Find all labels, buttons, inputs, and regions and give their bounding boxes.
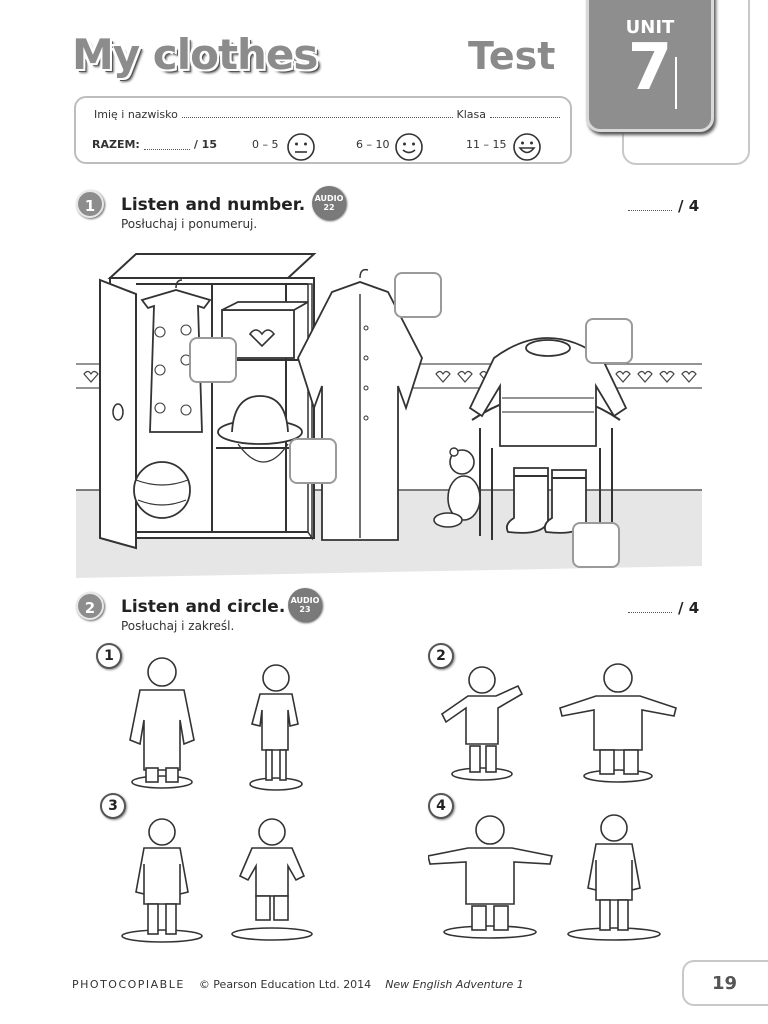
answer-box-hat[interactable] bbox=[289, 438, 337, 484]
student-info-box: Imię i nazwisko Klasa RAZEM: / 15 0 – 5 … bbox=[74, 96, 572, 164]
smile-face-icon bbox=[395, 133, 423, 161]
exercise-1-score-field[interactable] bbox=[628, 203, 672, 211]
exercise-1-score-total: / 4 bbox=[678, 197, 700, 215]
exercise-1-number: 1 bbox=[76, 190, 104, 218]
picture-2-children-illustration[interactable] bbox=[440, 654, 690, 788]
test-label: Test bbox=[468, 34, 556, 78]
answer-box-wellies[interactable] bbox=[572, 522, 620, 568]
photocopiable-label: PHOTOCOPIABLE bbox=[72, 978, 185, 991]
picture-2-number: 2 bbox=[428, 643, 454, 669]
total-label: RAZEM: bbox=[92, 138, 140, 151]
exercise-2-title: Listen and circle. bbox=[121, 597, 286, 617]
picture-4-number: 4 bbox=[428, 793, 454, 819]
answer-box-coat[interactable] bbox=[394, 272, 442, 318]
name-label: Imię i nazwisko bbox=[94, 108, 178, 121]
total-field[interactable] bbox=[143, 140, 190, 150]
unit-badge: UNIT 7 bbox=[586, 0, 714, 132]
range-mid: 6 – 10 bbox=[356, 138, 390, 151]
range-high: 11 – 15 bbox=[466, 138, 507, 151]
book-title: New English Adventure 1 bbox=[385, 978, 524, 991]
audio-track-number: 22 bbox=[323, 203, 335, 212]
audio-label: AUDIO bbox=[314, 194, 344, 203]
picture-3-children-illustration[interactable] bbox=[112, 812, 326, 946]
answer-box-dress[interactable] bbox=[189, 337, 237, 383]
bedroom-scene-illustration bbox=[76, 253, 702, 578]
audio-23-badge[interactable]: AUDIO 23 bbox=[288, 588, 322, 622]
exercise-1-subtitle: Posłuchaj i ponumeruj. bbox=[121, 217, 258, 231]
picture-3-number: 3 bbox=[100, 793, 126, 819]
exercise-2-score-field[interactable] bbox=[628, 605, 672, 613]
audio-label: AUDIO bbox=[290, 596, 320, 605]
footer: PHOTOCOPIABLE © Pearson Education Ltd. 2… bbox=[72, 978, 524, 991]
exercise-1-score: / 4 bbox=[624, 197, 699, 215]
page-title: My clothes bbox=[72, 30, 318, 79]
unit-divider bbox=[675, 57, 677, 109]
neutral-face-icon bbox=[287, 133, 315, 161]
exercise-2-number: 2 bbox=[76, 592, 104, 620]
name-field[interactable] bbox=[181, 108, 453, 118]
class-field[interactable] bbox=[490, 108, 560, 118]
exercise-1-title: Listen and number. bbox=[121, 195, 306, 215]
picture-1-number: 1 bbox=[96, 643, 122, 669]
copyright-notice: © Pearson Education Ltd. 2014 bbox=[198, 978, 372, 991]
class-label: Klasa bbox=[456, 108, 486, 121]
range-low: 0 – 5 bbox=[252, 138, 279, 151]
big-smile-face-icon bbox=[513, 133, 541, 161]
total-score: / 15 bbox=[193, 138, 217, 151]
unit-number: 7 bbox=[627, 31, 673, 105]
picture-4-children-illustration[interactable] bbox=[428, 806, 698, 946]
picture-1-children-illustration[interactable] bbox=[110, 650, 340, 794]
answer-box-jumper[interactable] bbox=[585, 318, 633, 364]
audio-track-number: 23 bbox=[299, 605, 311, 614]
exercise-2-score: / 4 bbox=[624, 599, 699, 617]
exercise-2-subtitle: Posłuchaj i zakreśl. bbox=[121, 619, 235, 633]
unit-label: UNIT bbox=[625, 17, 675, 38]
exercise-2-score-total: / 4 bbox=[678, 599, 700, 617]
page-number: 19 bbox=[682, 960, 768, 1006]
audio-22-badge[interactable]: AUDIO 22 bbox=[312, 186, 346, 220]
